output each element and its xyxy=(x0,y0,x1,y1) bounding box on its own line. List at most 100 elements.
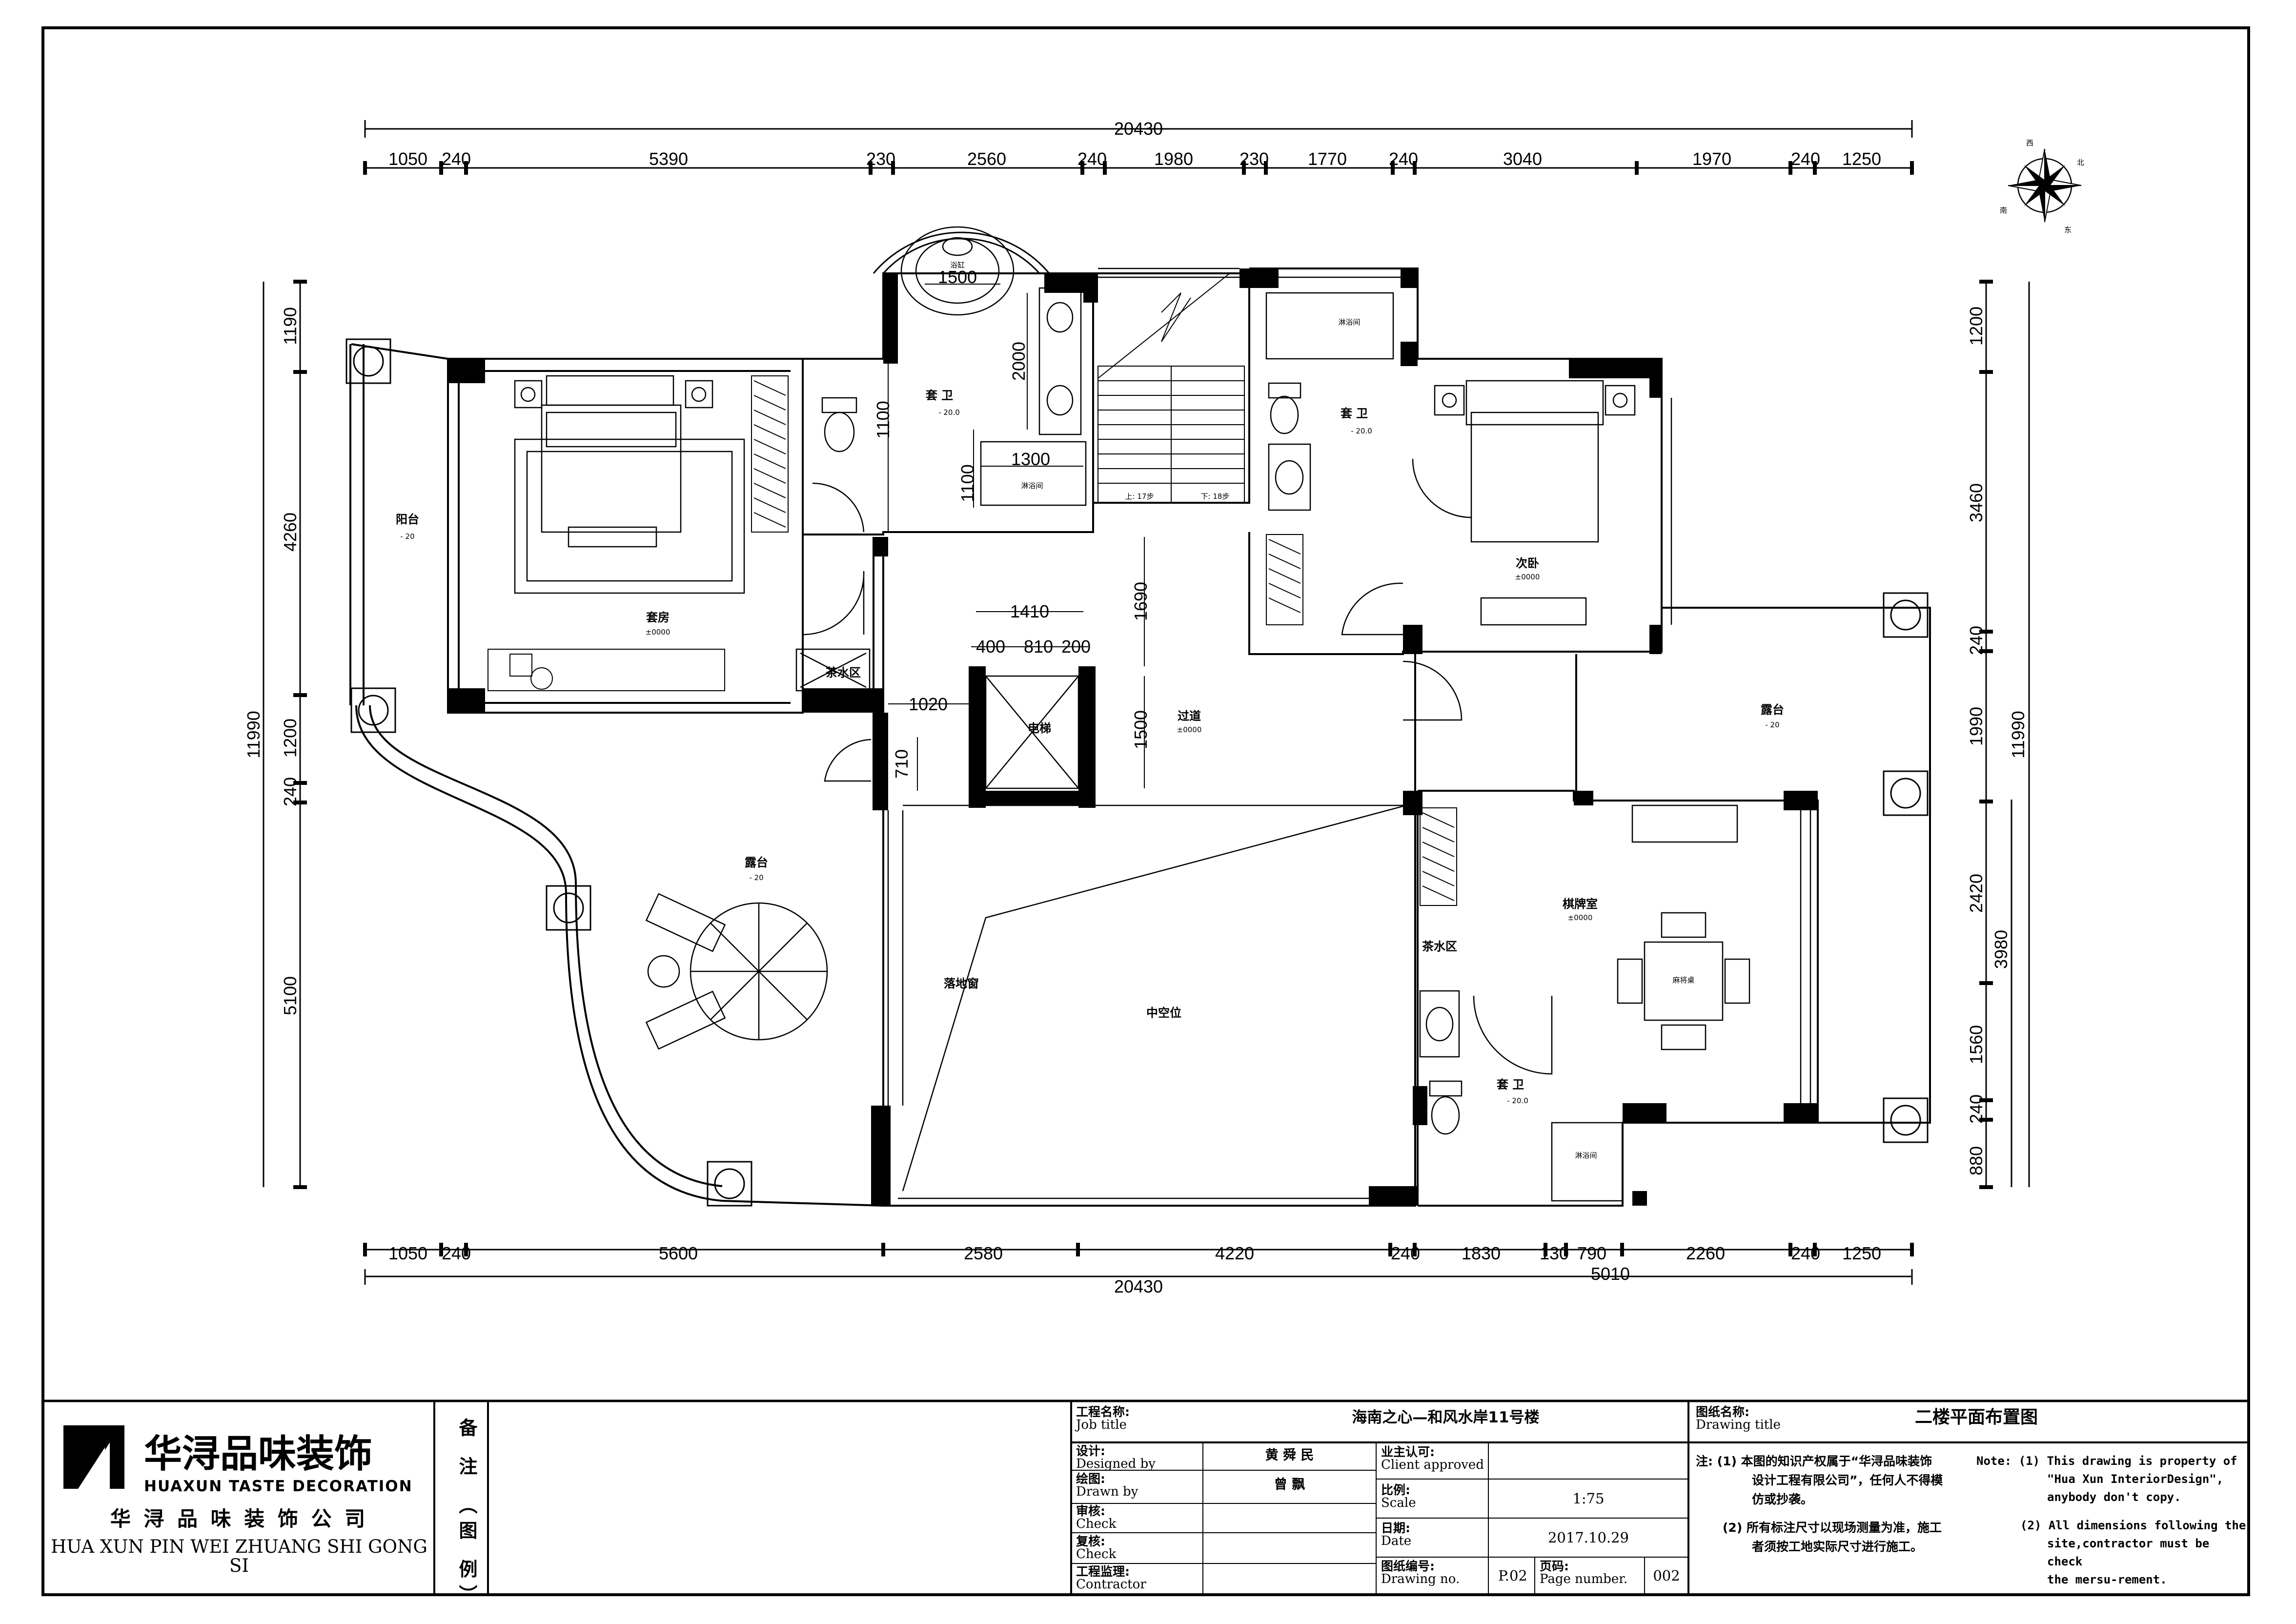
check2-en: Check xyxy=(1076,1547,1117,1562)
job-title-en: Job title xyxy=(1076,1418,1127,1433)
dim-bot-6: 240 xyxy=(1391,1243,1420,1263)
title-block-cells xyxy=(1071,1442,1688,1595)
dim-top-4: 230 xyxy=(866,149,895,169)
wall-columns xyxy=(448,268,1818,1206)
dim-bot-11: 240 xyxy=(1791,1243,1820,1263)
dim-lift-lobby: 1410 xyxy=(1010,601,1049,621)
dim-top-overall: 20430 xyxy=(1114,119,1163,139)
dim-top-1: 1050 xyxy=(388,149,427,169)
stairs-up: 上: 17步 xyxy=(1125,492,1154,501)
dim-top-6: 240 xyxy=(1077,149,1107,169)
drawing-no-value: P.02 xyxy=(1498,1567,1527,1584)
dim-left-segments: 1190 4260 1200 240 5100 xyxy=(280,307,300,1015)
dim-vanity: 2000 xyxy=(1009,342,1029,381)
inner-dimensions: 1500 2000 1100 1100 1300 1410 400 810 20… xyxy=(873,267,1151,791)
dim-top-14: 1250 xyxy=(1842,149,1881,169)
room-shower-2: 淋浴间 xyxy=(1338,318,1360,327)
dim-left-2: 4260 xyxy=(280,513,300,552)
page-field: 页码: Page number. xyxy=(1540,1560,1627,1586)
dim-bot-1: 1050 xyxy=(388,1243,427,1263)
dim-top-11: 3040 xyxy=(1503,149,1542,169)
dim-bottom-sub: 5010 xyxy=(1591,1264,1630,1284)
staircase xyxy=(1097,273,1245,503)
dim-wc-1: 1100 xyxy=(873,401,893,438)
room-void: 中空位 xyxy=(1146,1006,1181,1020)
designed-value: 黄 舜 民 xyxy=(1265,1448,1314,1463)
dim-lift-h: 1500 xyxy=(1131,710,1151,749)
drawn-en: Drawn by xyxy=(1076,1484,1138,1500)
client-en: Client approved xyxy=(1381,1458,1484,1473)
room-terrace-west-level: - 20 xyxy=(749,873,763,882)
drawing-no-field: 图纸编号: Drawing no. xyxy=(1381,1560,1460,1586)
drawing-title-value: 二楼平面布置图 xyxy=(1914,1407,2038,1427)
room-second-bed-level: ±0000 xyxy=(1515,573,1540,581)
date-en: Date xyxy=(1381,1534,1412,1549)
basin-icons xyxy=(1038,287,1460,1058)
job-title-cn: 工程名称: xyxy=(1076,1405,1130,1419)
company-logo: 华浔品味装饰 HUAXUN TASTE DECORATION xyxy=(63,1425,412,1495)
dim-left-4: 240 xyxy=(280,777,300,806)
dim-right-segments: 1200 3460 240 1990 2420 1560 240 880 xyxy=(1966,307,1986,1175)
room-bathtub: 浴缸 xyxy=(950,261,965,269)
drawn-cn: 绘图: xyxy=(1076,1472,1105,1486)
check1-field: 审核: Check xyxy=(1076,1504,1116,1531)
room-chess: 棋牌室 xyxy=(1563,897,1598,911)
dimension-lines xyxy=(263,120,2030,1285)
dim-lift-part-3: 200 xyxy=(1061,637,1091,657)
tea-area-1 xyxy=(795,648,871,692)
notes-cn: 注: (1) 本图的知识产权属于“华浔品味装饰 设计工程有限公司”，任何人不得模… xyxy=(1696,1452,1989,1557)
drawing-no-en: Drawing no. xyxy=(1381,1572,1460,1587)
note-cn-1b: 设计工程有限公司”，任何人不得模 xyxy=(1752,1473,1943,1487)
room-terrace-west: 露台 xyxy=(745,856,768,869)
date-field: 日期: Date xyxy=(1381,1521,1412,1549)
shower-enclosures xyxy=(980,292,1624,1202)
dim-lift-part-2: 810 xyxy=(1024,637,1053,657)
dim-bottom-overall: 20430 xyxy=(1114,1276,1163,1296)
dim-door-w: 1020 xyxy=(909,694,948,714)
room-ensuite-2-level: - 20.0 xyxy=(1351,427,1372,435)
designed-en: Designed by xyxy=(1076,1457,1156,1472)
room-shower-3: 淋浴间 xyxy=(1575,1151,1597,1160)
drawing-no-cn: 图纸编号: xyxy=(1381,1559,1435,1573)
job-title-field: 工程名称: Job title xyxy=(1076,1405,1130,1433)
room-master: 套房 xyxy=(646,611,670,624)
dim-right-4: 1990 xyxy=(1966,707,1986,746)
company-name-pinyin: HUA XUN PIN WEI ZHUANG SHI GONG SI xyxy=(51,1536,427,1576)
label-mahjong: 麻将桌 xyxy=(1672,976,1694,985)
dim-bot-12: 1250 xyxy=(1842,1243,1881,1263)
check2-cn: 复核: xyxy=(1076,1534,1105,1548)
note-cn-1c: 仿或抄袭。 xyxy=(1752,1492,1813,1506)
dimension-ticks xyxy=(293,161,1993,1256)
dim-bot-9: 790 xyxy=(1577,1243,1606,1263)
note-cn-2b: 者须按工地实际尺寸进行施工。 xyxy=(1752,1540,1923,1554)
dim-door-h: 710 xyxy=(892,749,912,779)
dim-right-3: 240 xyxy=(1966,626,1986,655)
dim-left-overall: 11990 xyxy=(244,711,264,758)
dim-top-7: 1980 xyxy=(1154,149,1193,169)
compass-label-w: 西 xyxy=(2026,139,2033,147)
drawn-value: 曾 飘 xyxy=(1274,1477,1305,1492)
room-terrace-east: 露台 xyxy=(1761,703,1784,717)
drawing-title-cn: 图纸名称: xyxy=(1696,1405,1749,1419)
client-cn: 业主认可: xyxy=(1381,1445,1435,1459)
room-labels: 阳台 - 20 套房 ±0000 茶水区 套 卫 - 20.0 浴缸 淋浴间 上… xyxy=(396,261,1784,1160)
dim-right-2: 3460 xyxy=(1966,483,1986,522)
elevator-icon xyxy=(985,675,1079,789)
dim-top-12: 1970 xyxy=(1692,149,1731,169)
drawing-title-en: Drawing title xyxy=(1696,1418,1781,1433)
dim-wc-2: 1100 xyxy=(957,464,977,502)
door-swings xyxy=(802,458,1553,1075)
windows xyxy=(887,267,1811,1207)
tv-cabinet-icon xyxy=(488,649,725,691)
room-ensuite-1: 套 卫 xyxy=(926,389,953,402)
drawing-title-field: 图纸名称: Drawing title xyxy=(1696,1405,1781,1433)
contractor-field: 工程监理: Contractor xyxy=(1076,1565,1146,1592)
dim-right-1: 1200 xyxy=(1966,307,1986,346)
room-ensuite-2: 套 卫 xyxy=(1341,407,1368,420)
note-en-1c: anybody don't copy. xyxy=(2047,1490,2181,1504)
dim-right-sub: 3980 xyxy=(1991,930,2011,969)
check1-cn: 审核: xyxy=(1076,1504,1105,1518)
logo-wordmark-cn: 华浔品味装饰 xyxy=(144,1432,372,1476)
toilet-icons xyxy=(821,382,1463,1135)
